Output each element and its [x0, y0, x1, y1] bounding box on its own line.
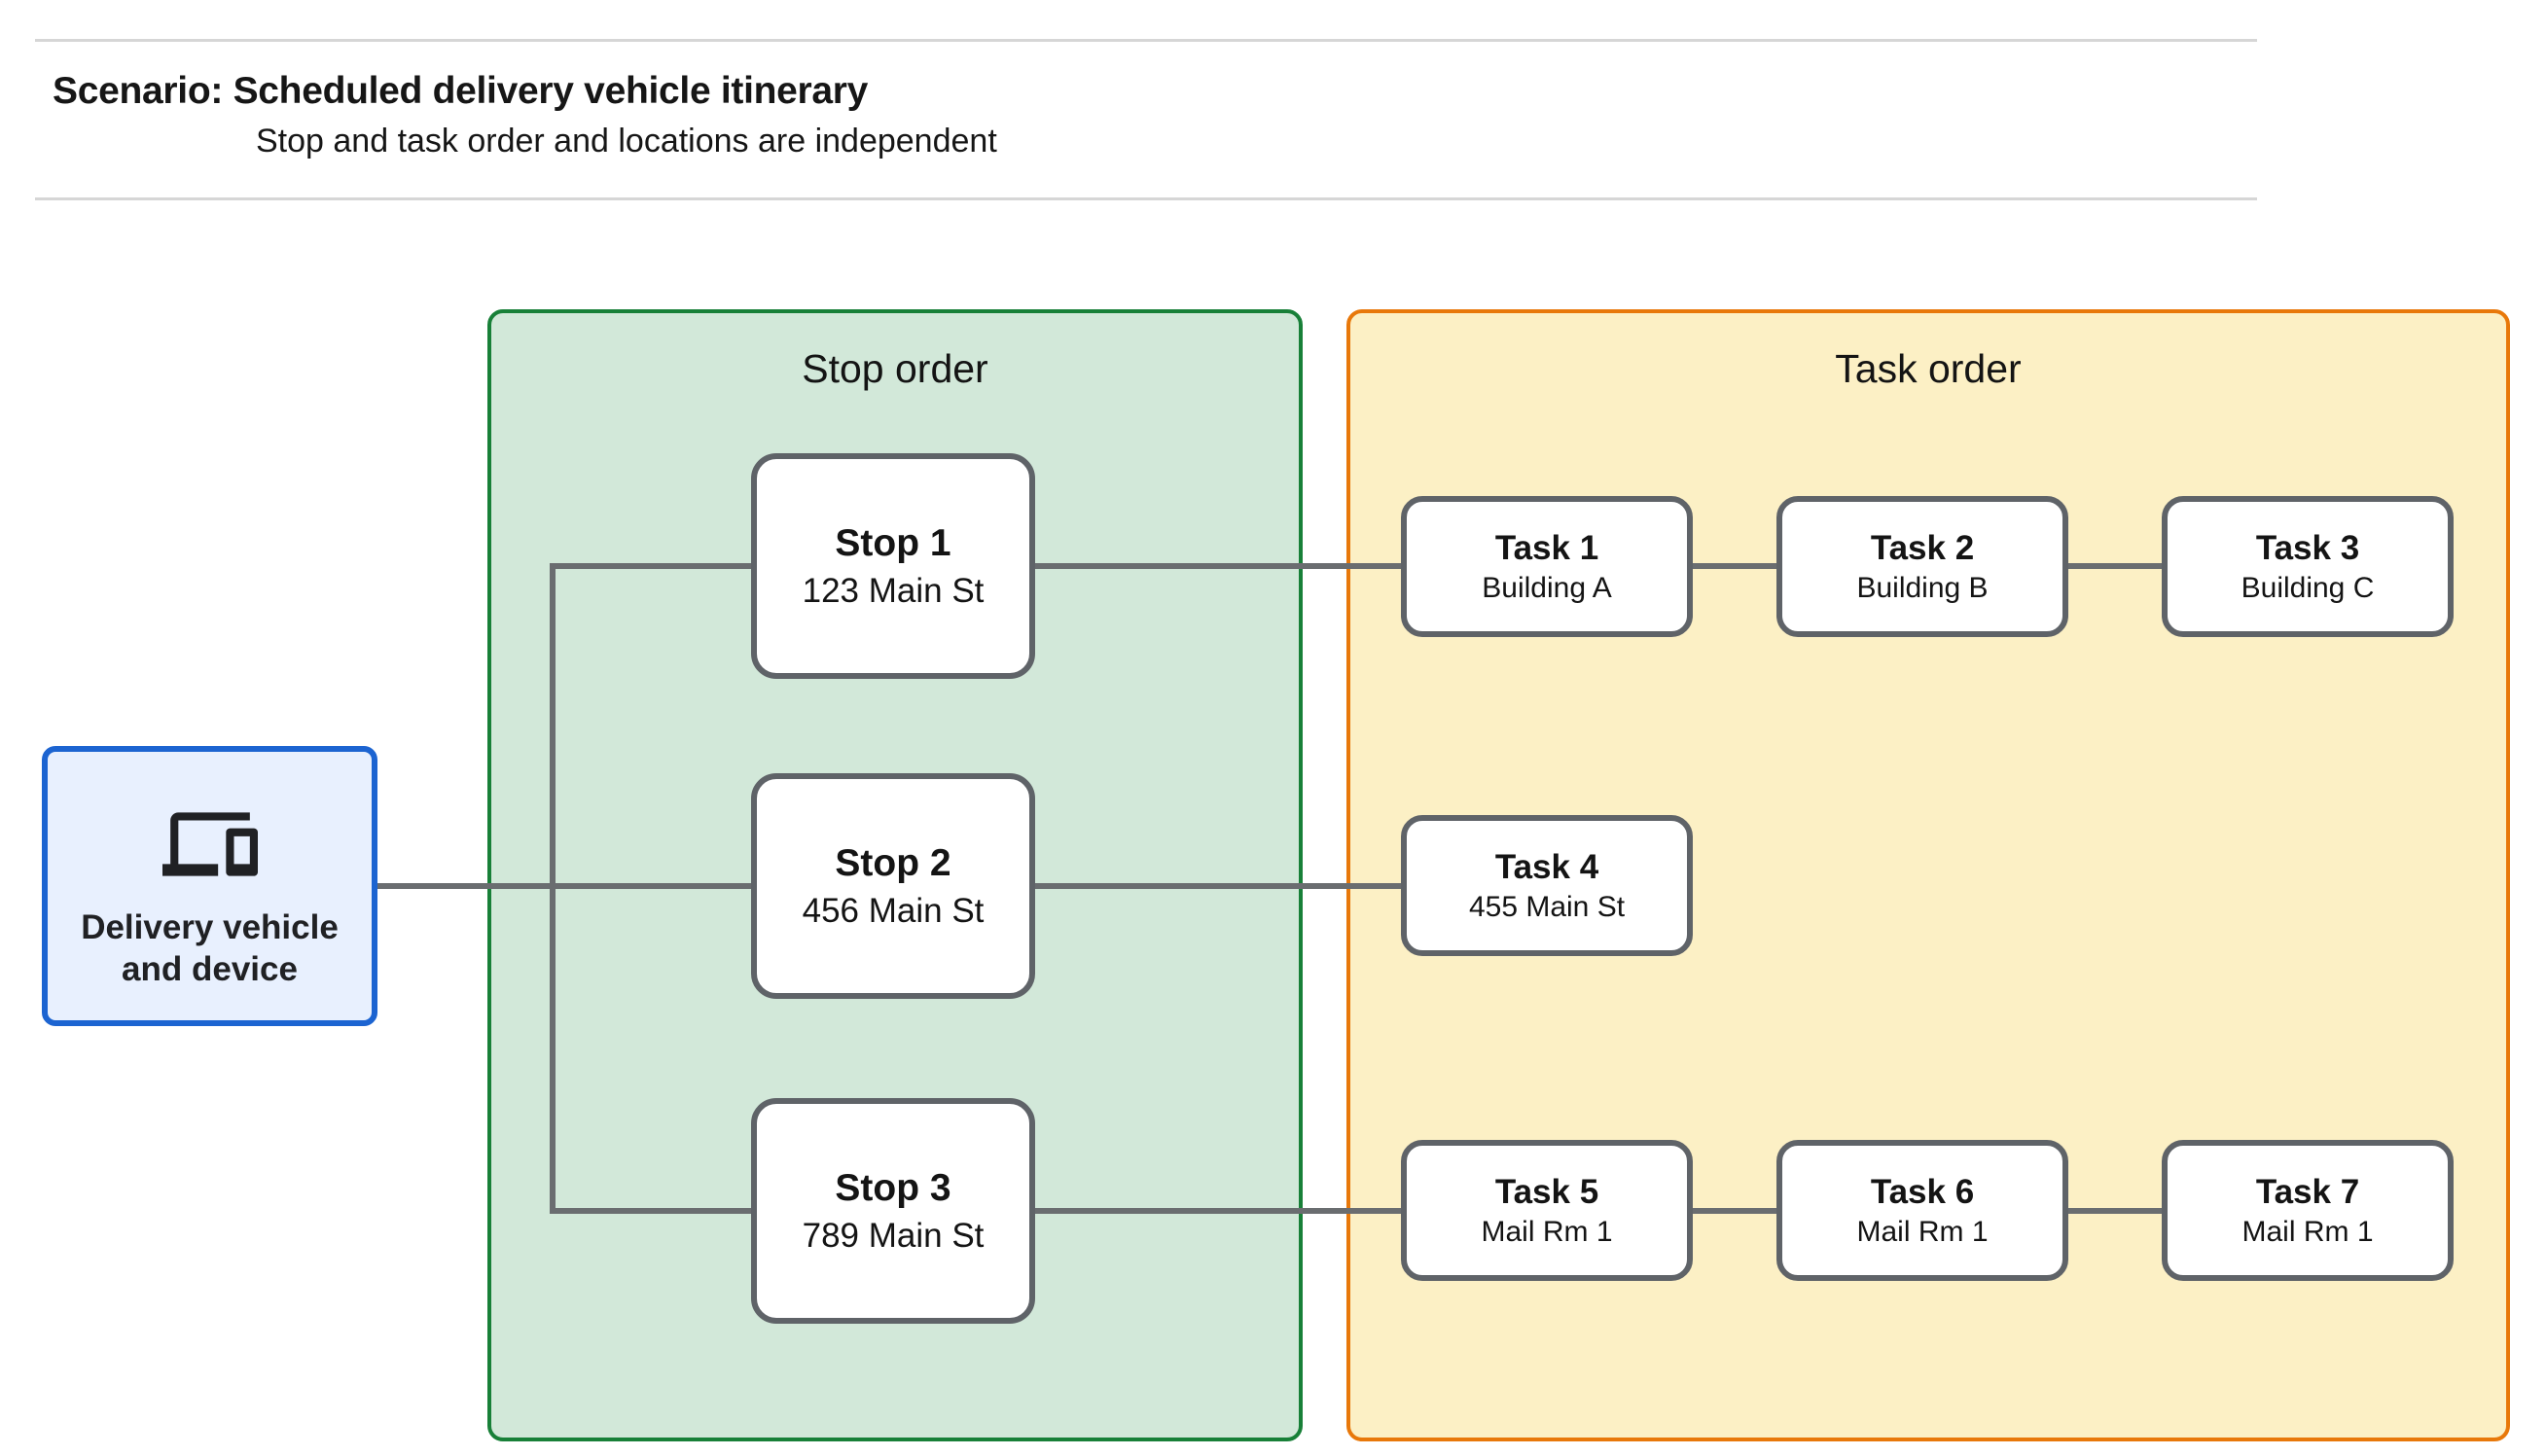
task-7-node: Task 7 Mail Rm 1: [2162, 1140, 2454, 1281]
page-subtitle: Stop and task order and locations are in…: [256, 123, 997, 160]
task-5-name: Task 5: [1494, 1172, 1599, 1211]
connector-task5-to-task6: [1693, 1208, 1776, 1214]
task-3-name: Task 3: [2255, 528, 2360, 567]
page-title: Scenario: Scheduled delivery vehicle iti…: [53, 70, 869, 112]
task-6-name: Task 6: [1870, 1172, 1975, 1211]
devices-icon: [158, 797, 263, 897]
task-3-location: Building C: [2241, 571, 2375, 604]
task-7-name: Task 7: [2255, 1172, 2360, 1211]
connector-trunk-to-stop1: [550, 563, 751, 569]
delivery-vehicle-label: Delivery vehicle and device: [81, 907, 339, 989]
task-6-node: Task 6 Mail Rm 1: [1776, 1140, 2068, 1281]
task-1-node: Task 1 Building A: [1401, 496, 1693, 637]
stop-1-name: Stop 1: [835, 521, 951, 564]
connector-stop1-to-task1: [1035, 563, 1401, 569]
connector-task6-to-task7: [2068, 1208, 2162, 1214]
connector-stop2-to-task4: [1035, 883, 1401, 889]
header-top-rule: [35, 39, 2257, 42]
stop-3-node: Stop 3 789 Main St: [751, 1098, 1035, 1324]
stop-order-panel-title: Stop order: [802, 346, 988, 391]
task-6-location: Mail Rm 1: [1856, 1215, 1989, 1248]
task-5-location: Mail Rm 1: [1481, 1215, 1613, 1248]
connector-stop3-to-task5: [1035, 1208, 1401, 1214]
connector-device-to-stop2: [377, 883, 751, 889]
task-2-node: Task 2 Building B: [1776, 496, 2068, 637]
task-3-node: Task 3 Building C: [2162, 496, 2454, 637]
connector-trunk-vertical: [550, 563, 556, 1214]
task-4-name: Task 4: [1494, 847, 1599, 886]
task-1-name: Task 1: [1494, 528, 1599, 567]
task-4-node: Task 4 455 Main St: [1401, 815, 1693, 956]
stop-2-location: 456 Main St: [802, 891, 985, 930]
task-4-location: 455 Main St: [1468, 890, 1626, 923]
stop-1-location: 123 Main St: [802, 571, 985, 610]
task-1-location: Building A: [1482, 571, 1612, 604]
connector-task1-to-task2: [1693, 563, 1776, 569]
connector-task2-to-task3: [2068, 563, 2162, 569]
stop-2-name: Stop 2: [835, 841, 951, 884]
stop-2-node: Stop 2 456 Main St: [751, 773, 1035, 999]
task-7-location: Mail Rm 1: [2241, 1215, 2374, 1248]
task-2-name: Task 2: [1870, 528, 1975, 567]
task-order-panel-title: Task order: [1835, 346, 2022, 391]
stop-3-name: Stop 3: [835, 1166, 951, 1209]
delivery-vehicle-node: Delivery vehicle and device: [42, 746, 377, 1026]
stop-1-node: Stop 1 123 Main St: [751, 453, 1035, 679]
task-5-node: Task 5 Mail Rm 1: [1401, 1140, 1693, 1281]
stop-3-location: 789 Main St: [802, 1216, 985, 1255]
header-bottom-rule: [35, 197, 2257, 200]
connector-trunk-to-stop3: [550, 1208, 751, 1214]
task-2-location: Building B: [1856, 571, 1989, 604]
